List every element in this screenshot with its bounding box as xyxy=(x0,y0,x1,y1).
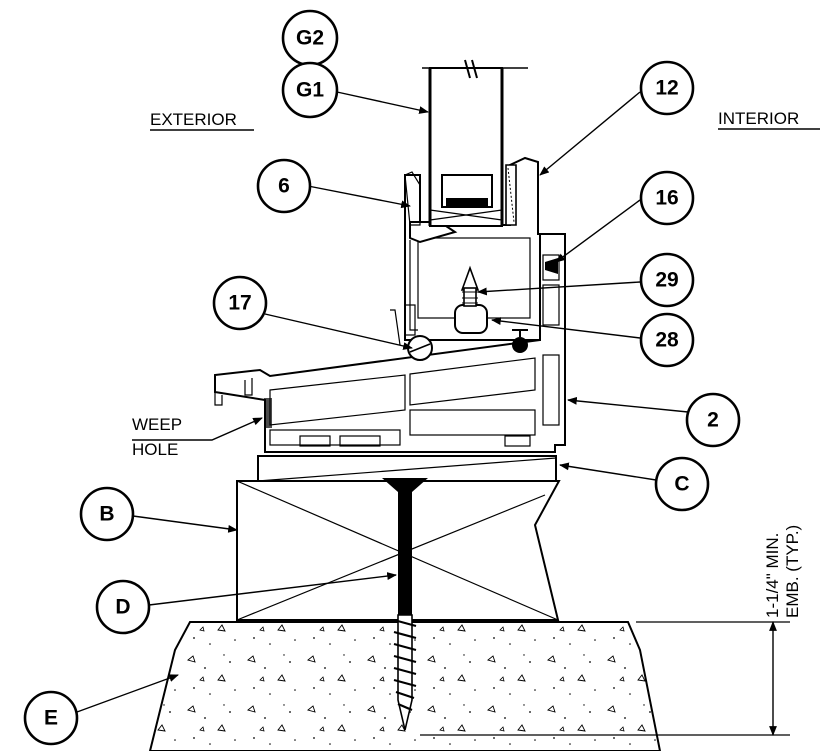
svg-text:D: D xyxy=(115,596,130,619)
svg-text:G1: G1 xyxy=(296,79,324,102)
svg-text:17: 17 xyxy=(228,292,251,315)
callout-d: D xyxy=(95,579,151,635)
callout-g2: G2 xyxy=(281,9,339,67)
dimension-text-line2: EMB. (TYP.) xyxy=(783,525,802,618)
weep-hole-label-line2: HOLE xyxy=(132,440,178,459)
sill-hardware xyxy=(390,258,558,361)
svg-text:6: 6 xyxy=(278,175,290,198)
insulated-glass-unit xyxy=(422,59,528,227)
callout-g1: G1 xyxy=(281,61,339,119)
callout-16: 16 xyxy=(639,170,695,226)
svg-text:C: C xyxy=(674,473,689,496)
interior-label: INTERIOR xyxy=(718,109,799,128)
svg-text:2: 2 xyxy=(707,409,719,432)
callout-6: 6 xyxy=(256,158,312,214)
callout-29: 29 xyxy=(639,252,695,308)
svg-text:E: E xyxy=(44,707,58,730)
callout-c: C xyxy=(654,456,710,512)
embedment-dimension: 1-1/4" MIN. EMB. (TYP.) xyxy=(420,525,802,736)
callout-e: E xyxy=(23,690,79,746)
svg-text:29: 29 xyxy=(655,269,678,292)
anchor-screw xyxy=(382,478,428,731)
exterior-label: EXTERIOR xyxy=(150,110,237,129)
shim-strip xyxy=(257,455,557,482)
svg-text:16: 16 xyxy=(655,187,678,210)
callout-17: 17 xyxy=(212,275,268,331)
callout-b: B xyxy=(79,486,135,542)
dimension-text-line1: 1-1/4" MIN. xyxy=(763,533,782,618)
callout-2: 2 xyxy=(685,392,741,448)
svg-text:G2: G2 xyxy=(296,27,324,50)
leader-lines xyxy=(76,91,689,713)
sill-frame xyxy=(214,233,566,453)
svg-text:28: 28 xyxy=(655,329,679,352)
svg-text:12: 12 xyxy=(655,77,678,100)
callout-12: 12 xyxy=(639,60,695,116)
callout-28: 28 xyxy=(639,312,695,368)
weep-hole-label-line1: WEEP xyxy=(132,415,182,434)
svg-text:B: B xyxy=(99,503,114,526)
